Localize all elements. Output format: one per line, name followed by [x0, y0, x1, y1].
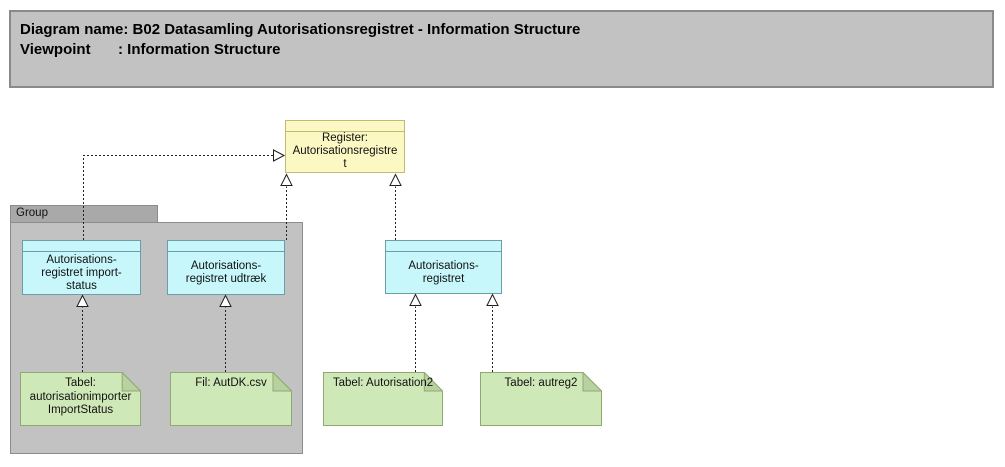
realization-tabel-autreg2-to-autorisationsregistret[interactable] — [486, 293, 499, 373]
hollow-triangle-arrowhead — [409, 293, 422, 306]
object-header-band — [23, 241, 140, 252]
node-label: Autorisations- registret udtræk — [185, 260, 267, 285]
note-tabel-autreg2[interactable]: Tabel: autreg2 — [480, 372, 602, 426]
object-header-band — [386, 241, 501, 252]
diagram-name-value: : B02 Datasamling Autorisationsregistret… — [123, 21, 581, 38]
diagram-title-block[interactable]: Diagram name: B02 Datasamling Autorisati… — [9, 10, 994, 88]
viewpoint-value: : Information Structure — [118, 41, 281, 58]
object-header-band — [168, 241, 284, 252]
diagram-name-label: Diagram name — [20, 21, 124, 38]
note-shape — [170, 372, 292, 426]
node-label: Autorisations- registret import- status — [41, 253, 122, 292]
object-header-band — [286, 121, 404, 132]
realization-tabel-autorisation2-to-autorisationsregistret[interactable] — [409, 293, 422, 373]
hollow-triangle-arrowhead — [486, 293, 499, 306]
note-shape — [20, 372, 141, 426]
group-tab[interactable]: Group — [10, 205, 158, 222]
note-label: Tabel: autreg2 — [504, 377, 578, 389]
node-autorisationsregistret[interactable]: Autorisations- registret — [385, 240, 502, 294]
node-autorisationsregistret-importstatus[interactable]: Autorisations- registret import- status — [22, 240, 141, 295]
note-tabel-autorisation2[interactable]: Tabel: Autorisation2 — [323, 372, 443, 426]
note-fil-autdk-csv[interactable]: Fil: AutDK.csv — [170, 372, 292, 426]
viewpoint-label: Viewpoint — [20, 41, 91, 58]
realization-autorisationsregistret-to-register[interactable] — [389, 173, 402, 241]
folded-corner-icon — [272, 372, 292, 392]
note-label: Tabel: Autorisation2 — [332, 377, 434, 389]
folded-corner-icon — [423, 372, 443, 392]
group-label: Group — [16, 207, 48, 219]
note-label: Tabel: autorisationimporter ImportStatus — [29, 377, 132, 416]
node-label: Autorisations- registret — [408, 259, 479, 285]
node-label: Register: Autorisationsregistre t — [292, 132, 398, 170]
hollow-triangle-arrowhead — [389, 173, 402, 186]
note-shape — [323, 372, 443, 426]
note-shape — [480, 372, 602, 426]
hollow-triangle-arrowhead — [273, 149, 286, 162]
diagram-name-line: Diagram name: B02 Datasamling Autorisati… — [20, 20, 982, 40]
note-tabel-autorisationimporterimportstatus[interactable]: Tabel: autorisationimporter ImportStatus — [20, 372, 141, 426]
folded-corner-icon — [121, 372, 141, 392]
folded-corner-icon — [582, 372, 602, 392]
node-autorisationsregistret-udtraek[interactable]: Autorisations- registret udtræk — [167, 240, 285, 295]
note-label: Fil: AutDK.csv — [195, 377, 267, 389]
hollow-triangle-arrowhead — [280, 173, 293, 186]
node-register-autorisationsregistret[interactable]: Register: Autorisationsregistre t — [285, 120, 405, 173]
viewpoint-line: Viewpoint : Information Structure — [20, 40, 982, 60]
